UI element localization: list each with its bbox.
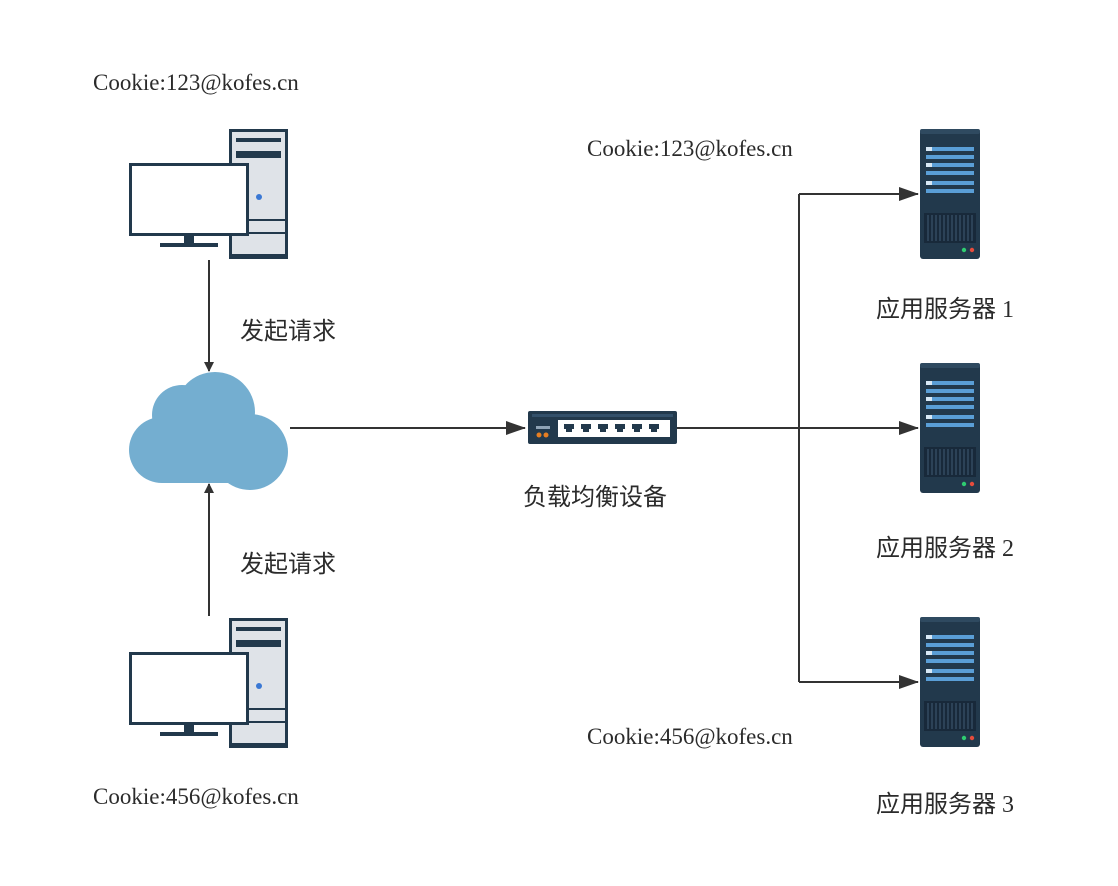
cloud-icon [129,372,288,490]
request-label-bottom: 发起请求 [240,550,336,578]
load-balancer-label: 负载均衡设备 [523,483,667,511]
server-2-label: 应用服务器 2 [876,536,1014,562]
server-1-label: 应用服务器 1 [876,297,1014,323]
rack-server-icon [919,616,981,748]
network-switch-icon [528,411,677,444]
cookie-label-client-2: Cookie:456@kofes.cn [93,784,299,809]
desktop-computer-icon [128,128,289,260]
request-label-top: 发起请求 [240,317,336,345]
server-3-label: 应用服务器 3 [876,792,1014,818]
desktop-computer-icon [128,617,289,749]
rack-server-icon [919,362,981,494]
rack-server-icon [919,128,981,260]
cookie-label-server-1: Cookie:123@kofes.cn [587,136,793,161]
cookie-label-server-3: Cookie:456@kofes.cn [587,724,793,749]
cookie-label-client-1: Cookie:123@kofes.cn [93,70,299,95]
